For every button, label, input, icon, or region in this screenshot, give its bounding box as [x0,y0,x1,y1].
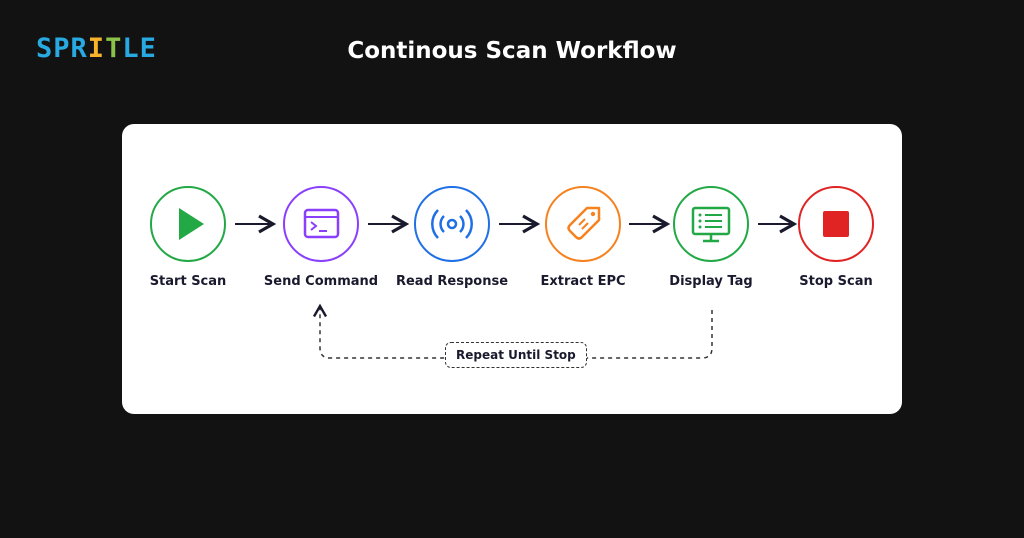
logo-letter: I [87,33,106,64]
display-tag-node [673,186,749,262]
logo-letter: T [105,33,123,64]
step-label: Start Scan [149,274,227,289]
monitor-icon [691,206,731,243]
play-icon [179,208,204,240]
logo-letter: S [36,33,54,64]
step-label: Read Response [395,274,509,289]
step-label: Stop Scan [799,274,873,289]
send-command-node [283,186,359,262]
step-label: Extract EPC [540,274,626,289]
extract-epc-node [545,186,621,262]
start-scan-node [150,186,226,262]
broadcast-icon [431,209,473,239]
step-label: Display Tag [669,274,753,289]
stop-icon [823,211,849,237]
page-title: Continous Scan Workflow [347,38,677,64]
read-response-node [414,186,490,262]
loop-label: Repeat Until Stop [445,342,587,368]
step-label: Send Command [263,274,379,289]
stop-scan-node [798,186,874,262]
tag-icon [567,206,601,240]
flow-connectors [235,214,798,359]
logo-letter: E [139,33,157,64]
brand-logo: S P R I T L E [36,33,157,64]
terminal-icon [303,208,340,239]
logo-letter: L [122,33,140,64]
workflow-card: Start Scan Send Command Read Response Ex… [122,124,902,414]
logo-letter: R [70,33,88,64]
logo-letter: P [53,33,71,64]
